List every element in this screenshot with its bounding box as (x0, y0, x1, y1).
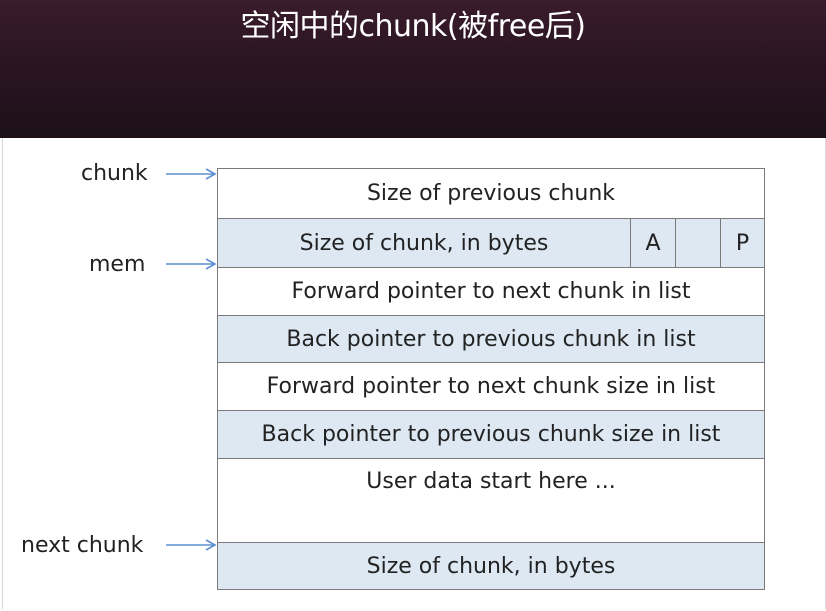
row-bk-nextsize-text: Back pointer to previous chunk size in l… (261, 422, 721, 447)
row-prev-size: Size of previous chunk (218, 169, 764, 219)
row-fd-text: Forward pointer to next chunk in list (291, 279, 691, 304)
row-bk: Back pointer to previous chunk in list (218, 316, 764, 363)
title-bar: 空闲中的chunk(被free后) (0, 0, 826, 138)
row-fd: Forward pointer to next chunk in list (218, 268, 764, 316)
slide-title: 空闲中的chunk(被free后) (240, 9, 586, 44)
next-chunk-arrow-icon (166, 539, 217, 551)
flag-m-cell (675, 219, 720, 267)
chunk-layout-table: Size of previous chunk Size of chunk, in… (217, 168, 765, 590)
flag-p-text: P (735, 230, 750, 256)
chunk-arrow-icon (166, 168, 217, 180)
row-bk-text: Back pointer to previous chunk in list (286, 326, 696, 352)
row-user-data-text: User data start here ... (366, 469, 616, 494)
row-fd-nextsize-text: Forward pointer to next chunk size in li… (266, 374, 716, 399)
row-next-chunk-size: Size of chunk, in bytes (218, 543, 764, 589)
row-user-data: User data start here ... (218, 459, 764, 543)
flag-a-text: A (645, 230, 661, 256)
row-prev-size-text: Size of previous chunk (366, 181, 616, 206)
row-next-chunk-size-text: Size of chunk, in bytes (366, 553, 616, 579)
row-fd-nextsize: Forward pointer to next chunk size in li… (218, 363, 764, 411)
row-chunk-size: Size of chunk, in bytes A P (218, 219, 764, 268)
mem-arrow-icon (166, 258, 217, 270)
row-bk-nextsize: Back pointer to previous chunk size in l… (218, 411, 764, 459)
mem-label: mem (89, 252, 146, 277)
chunk-size-text: Size of chunk, in bytes (299, 230, 549, 256)
next-chunk-label: next chunk (21, 533, 144, 558)
flag-a-cell: A (630, 219, 675, 267)
chunk-label: chunk (81, 161, 148, 186)
flag-p-cell: P (720, 219, 764, 267)
chunk-size-cell: Size of chunk, in bytes (218, 219, 630, 267)
